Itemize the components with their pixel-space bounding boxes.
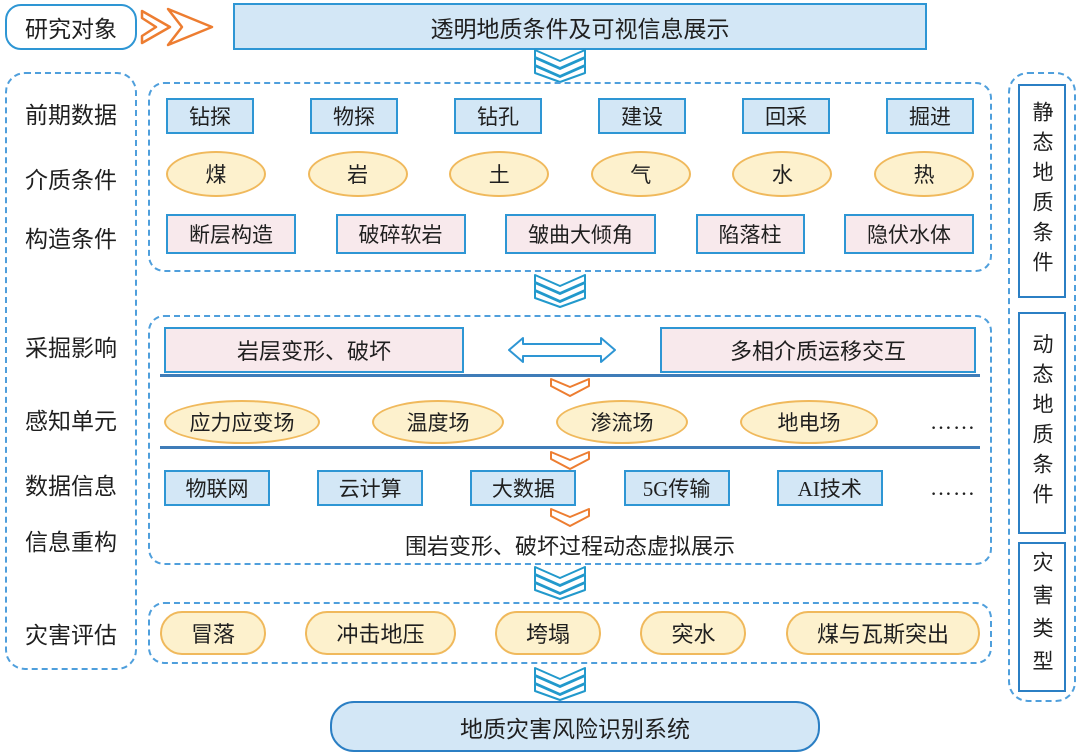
node-coal-gas-outburst: 煤与瓦斯突出 [785,611,980,655]
static-conditions-section: 钻探 物探 钻孔 建设 回采 掘进 煤 岩 土 气 水 热 断层构造 破碎软岩 … [148,82,992,272]
left-label-information-reconstruction: 信息重构 [25,530,117,555]
node-extraction: 回采 [742,98,830,134]
top-title-label: 透明地质条件及可视信息展示 [430,16,730,42]
left-label-mining-influence: 采掘影响 [25,336,117,361]
node-rock: 岩 [307,151,408,197]
node-multiphase-migration: 多相介质运移交互 [660,327,976,373]
node-iot: 物联网 [164,470,270,506]
node-seepage-field: 渗流场 [556,400,688,444]
ellipsis-more-fields: …… [930,409,976,434]
hazard-assessment-section: 冒落 冲击地压 垮塌 突水 煤与瓦斯突出 [148,602,992,664]
node-construction: 建设 [598,98,686,134]
right-label-static-geology-text: 静态地质条件 [1030,101,1054,281]
node-geoelectric-field: 地电场 [740,400,878,444]
node-temperature-field: 温度场 [372,400,504,444]
node-fault-structure: 断层构造 [166,214,296,254]
double-chevron-right-icon [140,7,214,47]
triple-chevron-down-icon [534,566,586,600]
left-label-data-information: 数据信息 [25,474,117,499]
bottom-system-node: 地质灾害风险识别系统 [330,701,820,752]
node-geophysical-exploration: 物探 [310,98,398,134]
top-title-node: 透明地质条件及可视信息展示 [233,3,927,50]
mining-influence-row: 岩层变形、破坏 多相介质运移交互 [164,327,976,373]
right-label-hazard-types: 灾害类型 [1018,542,1066,692]
node-roof-fall: 冒落 [160,611,267,655]
node-ai-technology: AI技术 [776,470,883,506]
left-label-early-data: 前期数据 [25,103,117,128]
chevron-down-icon [550,378,590,397]
right-label-hazard-types-text: 灾害类型 [1030,551,1054,683]
node-heat: 热 [873,151,974,197]
right-label-dynamic-geology-text: 动态地质条件 [1030,333,1054,513]
node-tunneling: 掘进 [886,98,974,134]
data-technology-row: 物联网 云计算 大数据 5G传输 AI技术 …… [164,470,976,506]
left-label-sensing-units: 感知单元 [25,409,117,434]
triple-chevron-down-icon [534,667,586,701]
triple-chevron-down-icon [534,49,586,83]
node-fold-large-dip: 皱曲大倾角 [505,214,656,254]
left-label-hazard-assessment: 灾害评估 [25,623,117,648]
node-big-data: 大数据 [470,470,577,506]
dynamic-conditions-section: 岩层变形、破坏 多相介质运移交互 应力应变场 温度场 渗流场 地电场 …… 物联… [148,315,992,565]
medium-row: 煤 岩 土 气 水 热 [166,151,974,197]
node-water: 水 [732,151,833,197]
research-object-node: 研究对象 [5,4,137,50]
node-gas: 气 [590,151,691,197]
node-coal: 煤 [166,151,266,197]
early-data-row: 钻探 物探 钻孔 建设 回采 掘进 [166,98,974,134]
left-label-column: 前期数据 介质条件 构造条件 采掘影响 感知单元 数据信息 信息重构 灾害评估 [5,72,137,670]
node-stress-strain-field: 应力应变场 [164,400,320,444]
separator-line [160,374,980,377]
node-drilling-exploration: 钻探 [166,98,254,134]
left-label-structural-conditions: 构造条件 [25,227,117,252]
node-soil: 土 [449,151,550,197]
node-5g-transmission: 5G传输 [623,470,730,506]
node-cloud-computing: 云计算 [317,470,424,506]
right-label-static-geology: 静态地质条件 [1018,84,1066,298]
separator-line [160,446,980,449]
research-object-label: 研究对象 [25,17,117,42]
structure-row: 断层构造 破碎软岩 皱曲大倾角 陷落柱 隐伏水体 [166,214,974,254]
triple-chevron-down-icon [534,274,586,308]
node-broken-soft-rock: 破碎软岩 [335,214,466,254]
node-collapse-column: 陷落柱 [695,214,805,254]
ellipsis-more-tech: …… [929,475,976,500]
node-strata-deformation: 岩层变形、破坏 [164,327,464,373]
node-water-inrush: 突水 [640,611,747,655]
right-label-dynamic-geology: 动态地质条件 [1018,312,1066,534]
node-collapse: 垮塌 [494,611,601,655]
sensing-fields-row: 应力应变场 温度场 渗流场 地电场 …… [164,400,976,444]
chevron-down-icon [550,451,590,470]
node-borehole: 钻孔 [454,98,542,134]
node-hidden-water-body: 隐伏水体 [844,214,974,254]
virtual-display-caption: 围岩变形、破坏过程动态虚拟展示 [404,534,735,559]
node-rock-burst: 冲击地压 [305,611,456,655]
left-label-medium-conditions: 介质条件 [25,168,117,193]
chevron-down-icon [550,508,590,527]
double-headed-arrow-icon [508,337,616,363]
bottom-system-label: 地质灾害风险识别系统 [460,716,690,742]
right-label-column: 静态地质条件 动态地质条件 灾害类型 [1008,72,1076,702]
